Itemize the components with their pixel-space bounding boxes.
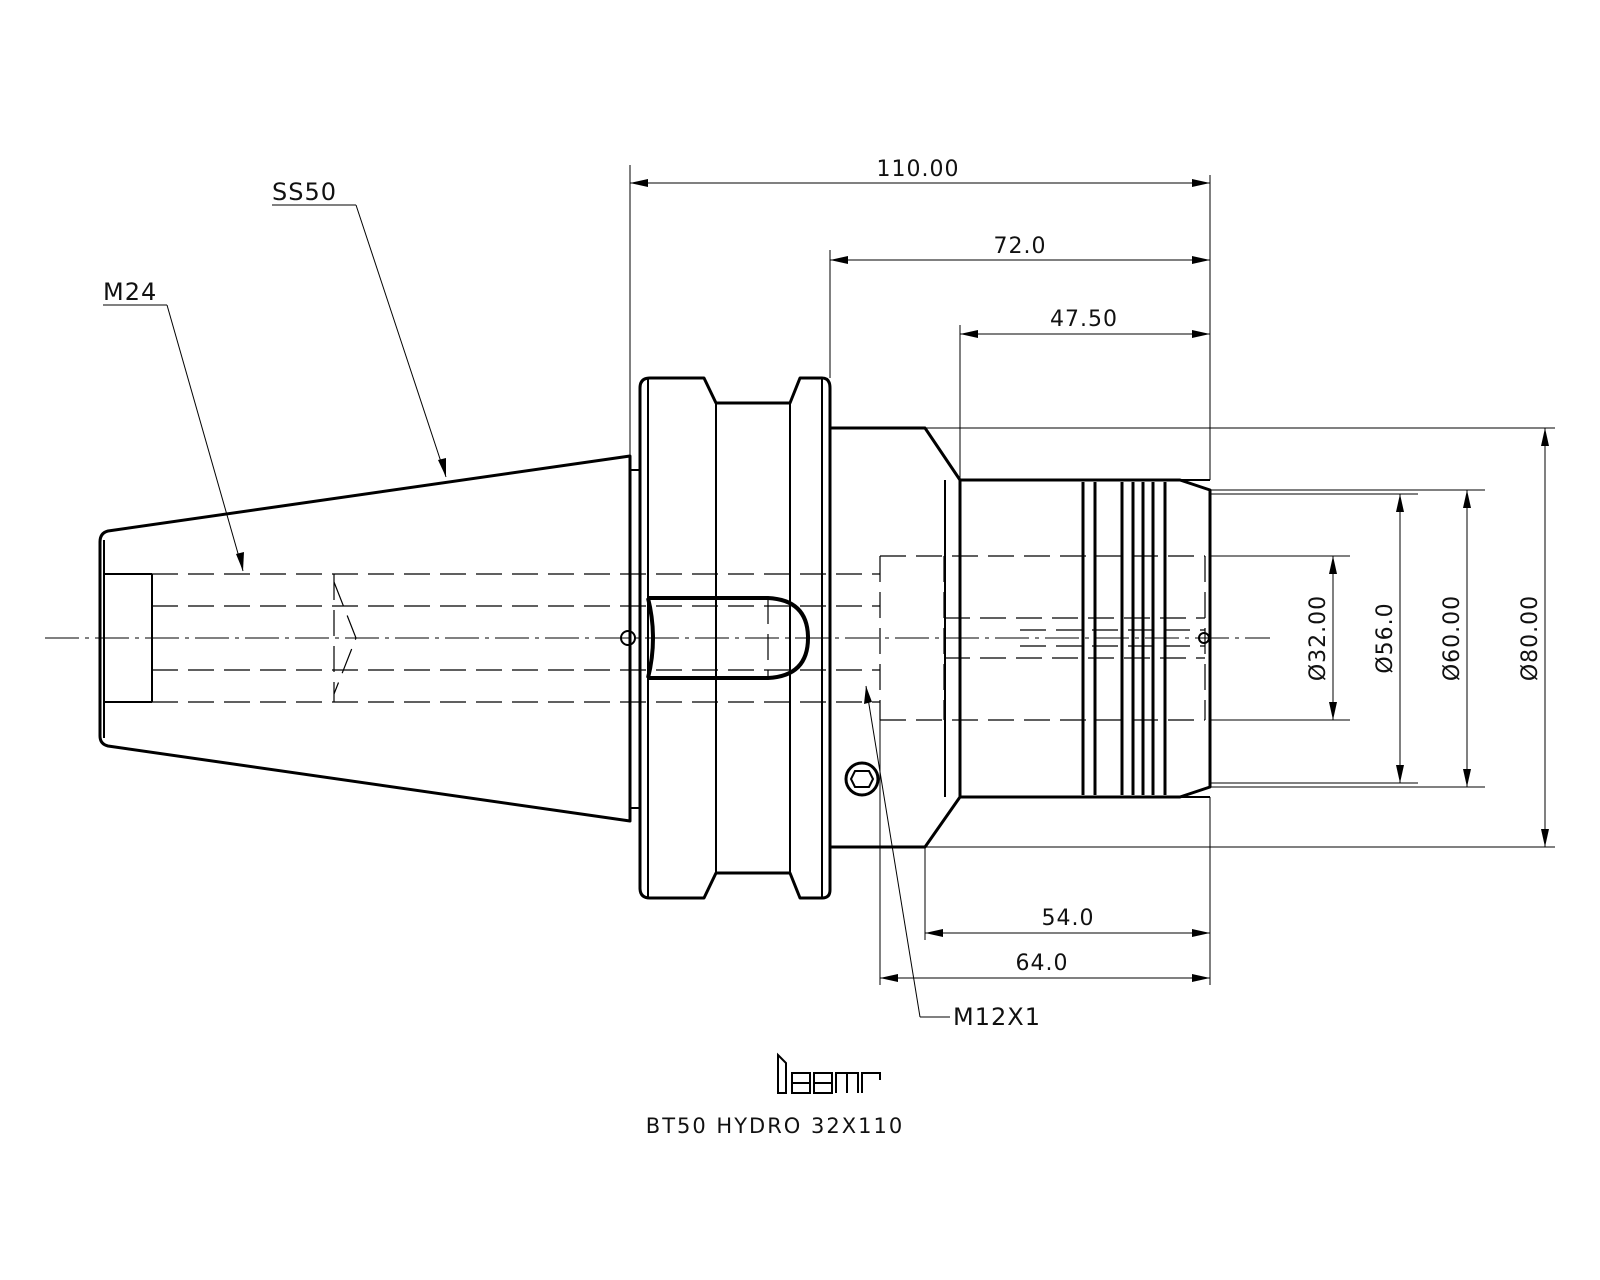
dim-72: 72.0 (830, 234, 1210, 264)
callout-thread-rear-label: M24 (103, 278, 157, 306)
dim-length-64: 64.0 (1016, 951, 1069, 976)
part-title: BT50 HYDRO 32X110 (646, 1114, 904, 1138)
dim-dia-56: Ø56.0 (1373, 494, 1404, 783)
dim-dia-32: Ø32.00 (1306, 556, 1337, 720)
dim-overall-length: 110.00 (877, 157, 960, 182)
dim-length-47: 47.50 (1050, 307, 1118, 332)
dim-length-72: 72.0 (994, 234, 1047, 259)
dim-dia-80: Ø80.00 (1518, 428, 1549, 847)
dim-dia-60: Ø60.00 (1440, 490, 1471, 787)
callout-taper-label: SS50 (272, 178, 337, 206)
iscar-logo (777, 1052, 881, 1094)
drive-slot (620, 596, 1210, 680)
callout-m12: M12X1 (864, 685, 1041, 1031)
m12-screw-hex (844, 761, 880, 797)
callout-m24: M24 (103, 278, 244, 572)
dim-110: 110.00 (630, 157, 1210, 187)
dim-dia-56-text: Ø56.0 (1373, 602, 1398, 673)
callout-thread-screw-label: M12X1 (953, 1003, 1041, 1031)
dim-dia-60-text: Ø60.00 (1440, 595, 1465, 681)
hidden-features (152, 555, 1206, 721)
dim-length-54: 54.0 (1042, 906, 1095, 931)
dim-54: 54.0 (925, 906, 1210, 937)
dim-dia-80-text: Ø80.00 (1518, 595, 1543, 681)
extension-lines (629, 165, 1555, 985)
flange (638, 376, 832, 900)
callout-ss50: SS50 (272, 178, 447, 478)
dim-dia-bore: Ø32.00 (1306, 595, 1331, 681)
dim-47: 47.50 (960, 307, 1210, 338)
dim-64: 64.0 (880, 951, 1210, 982)
